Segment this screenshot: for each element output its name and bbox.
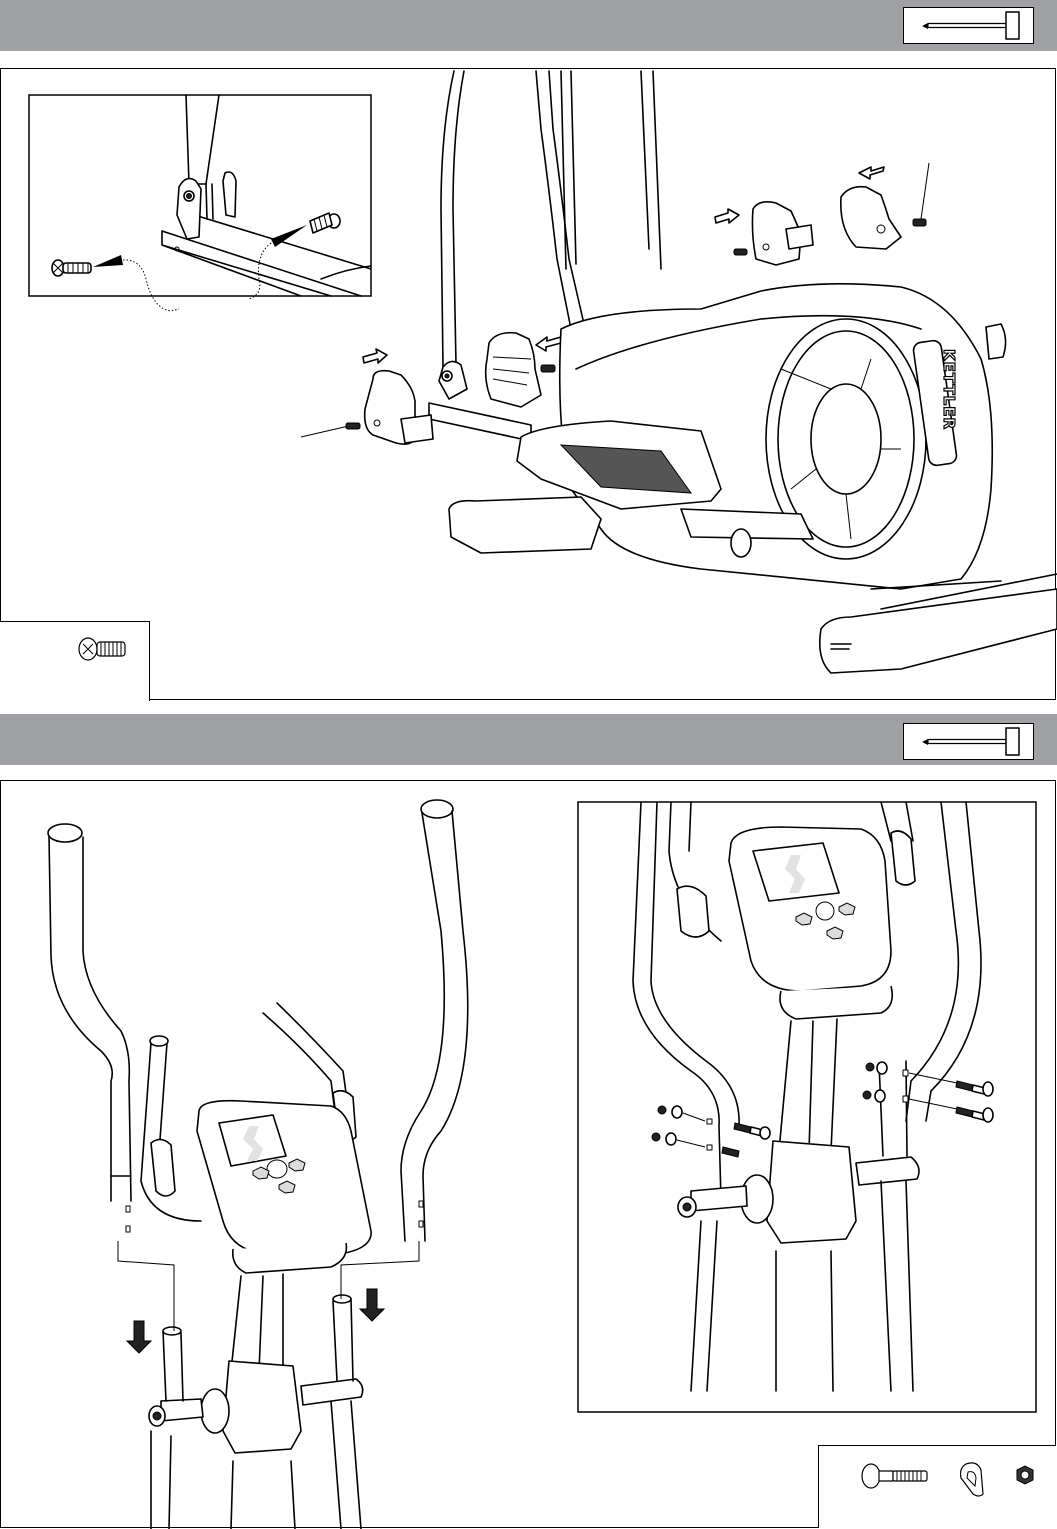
screwdriver-icon: [922, 11, 1020, 40]
cover-cap-left: [300, 348, 434, 445]
phillips-screw-icon: [78, 637, 126, 661]
step-header-band: [0, 714, 1057, 765]
hardware-icons: [861, 1462, 1034, 1497]
handlebar-assembly-drawing: [47, 799, 1037, 1529]
cover-cap-upper-right: [714, 162, 930, 266]
handlebar-bolt-detail: [577, 801, 1037, 1413]
cover-cap-middle: [484, 331, 562, 408]
hardware-box: [818, 1445, 1056, 1528]
bolt-set-right: [862, 1061, 994, 1123]
screw-right-icon: [248, 212, 341, 300]
bolt-set-left: [651, 1105, 771, 1158]
tool-indicator-box: [903, 7, 1034, 44]
console-display: [196, 1099, 372, 1256]
step-header-band: [0, 0, 1057, 51]
curved-washer-icon: [959, 1462, 984, 1497]
hardware-box: [0, 621, 150, 701]
lock-nut-icon: [1016, 1465, 1034, 1485]
screwdriver-icon: [922, 727, 1020, 756]
step-illustration-panel: [0, 780, 1056, 1529]
screw-left-icon: [51, 255, 180, 312]
brand-logo-text: KETTLER: [940, 349, 958, 430]
carriage-bolt-icon: [861, 1463, 928, 1489]
screw-insert-detail: [28, 94, 372, 312]
elliptical-trainer-drawing: KETTLER: [28, 70, 1057, 674]
step-illustration-panel: KETTLER: [0, 68, 1057, 701]
brand-logo-plate: KETTLER: [912, 339, 959, 467]
tool-indicator-box: [903, 723, 1034, 760]
